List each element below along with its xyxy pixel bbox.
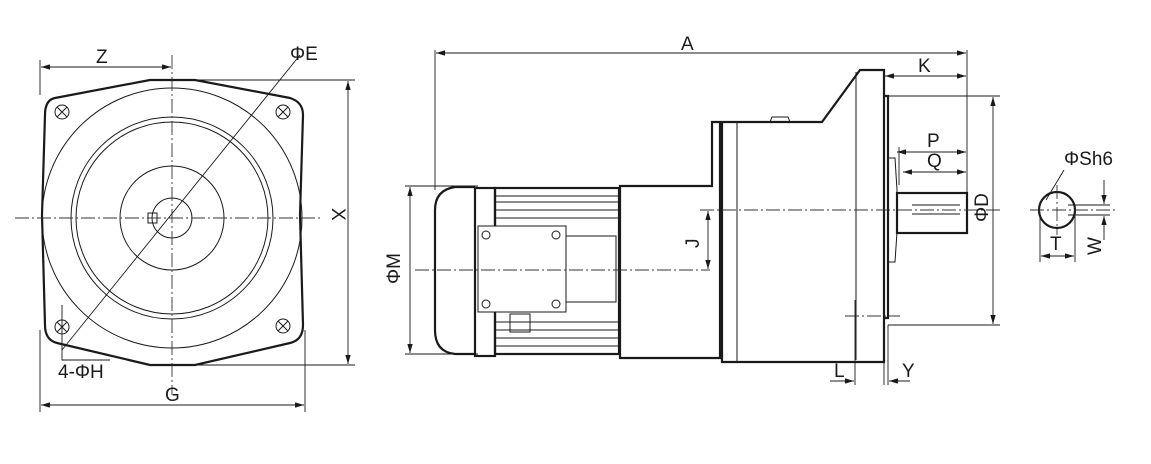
dim-label-h: 4-ΦH [58,362,104,383]
dim-label-p: P [927,131,940,152]
terminal-box-side [565,235,617,303]
dim-label-k: K [918,56,931,77]
oil-plug [769,116,791,123]
dim-label-d: ΦD [972,193,993,222]
side-view: A K P Q ΦD J ΦM L Y [384,34,1000,385]
cable-gland [509,313,531,333]
front-view: Z ΦE X G 4-ΦH [15,44,355,412]
flange-outline [40,78,305,367]
dim-label-l: L [834,361,845,382]
dim-label-g: G [165,385,180,406]
dim-label-q: Q [927,151,942,172]
motor-fan-cover [433,185,475,356]
dim-label-z: Z [96,47,108,68]
output-shaft [895,191,969,235]
terminal-screw-icons [481,230,561,309]
mounting-hole-icons [54,104,291,335]
gear-housing [720,68,886,364]
dim-label-y: Y [902,361,915,382]
dim-label-j: J [683,239,704,249]
dim-label-w: W [1085,237,1106,255]
dim-label-sh: ΦSh6 [1064,149,1113,170]
gear-adapter [618,120,722,360]
dim-label-a: A [681,34,694,55]
dim-label-e: ΦE [290,44,318,65]
dim-label-t: T [1050,234,1062,255]
cooling-fins [495,195,618,347]
flange-pilot [884,94,890,320]
terminal-box [477,225,567,313]
dim-label-m: ΦM [384,253,405,284]
shaft-section-view: ΦSh6 W T [1030,149,1115,262]
dim-label-x: X [327,208,348,221]
